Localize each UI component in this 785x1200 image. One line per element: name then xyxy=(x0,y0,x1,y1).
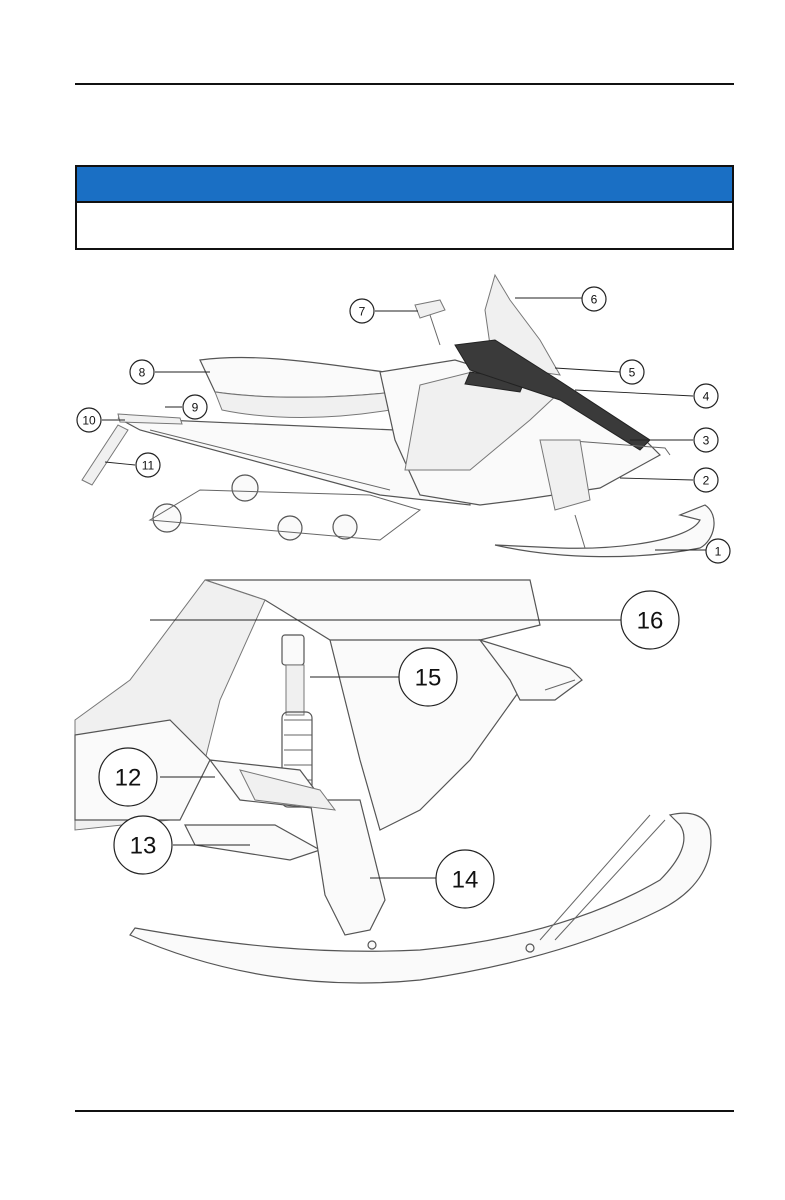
figure_bottom-callout-14: 14 xyxy=(435,849,495,909)
figure_top-callout-6: 6 xyxy=(581,286,607,312)
figure_top-callout-10: 10 xyxy=(76,407,102,433)
suspension-illustration xyxy=(74,579,712,984)
svg-text:2: 2 xyxy=(703,473,710,487)
figure_bottom-callout-13: 13 xyxy=(113,815,173,875)
notice-heading xyxy=(77,167,732,203)
figure_top-callout-5: 5 xyxy=(619,359,645,385)
figure_top-callout-9: 9 xyxy=(182,394,208,420)
svg-text:15: 15 xyxy=(415,665,442,692)
figure_top-callout-8: 8 xyxy=(129,359,155,385)
figure_top-callout-11: 11 xyxy=(135,452,161,478)
svg-text:13: 13 xyxy=(130,833,157,860)
svg-text:7: 7 xyxy=(359,304,366,318)
figure_top-callout-2: 2 xyxy=(693,467,719,493)
svg-text:8: 8 xyxy=(139,365,146,379)
header-rule xyxy=(75,83,734,85)
figure_top-callout-1: 1 xyxy=(705,538,731,564)
footer-rule xyxy=(75,1110,734,1112)
notice-box xyxy=(75,165,734,250)
svg-text:12: 12 xyxy=(115,765,142,792)
svg-text:1: 1 xyxy=(715,544,722,558)
leader-lines-bottom xyxy=(150,619,622,879)
figure_top-callout-7: 7 xyxy=(349,298,375,324)
svg-text:16: 16 xyxy=(637,608,664,635)
svg-text:4: 4 xyxy=(703,389,710,403)
svg-text:14: 14 xyxy=(452,867,479,894)
svg-text:6: 6 xyxy=(591,292,598,306)
figure_top-callout-4: 4 xyxy=(693,383,719,409)
snowmobile-illustration xyxy=(81,273,715,558)
figure_bottom-callout-16: 16 xyxy=(620,590,680,650)
svg-text:3: 3 xyxy=(703,433,710,447)
figure_bottom-callout-15: 15 xyxy=(398,647,458,707)
svg-text:11: 11 xyxy=(142,458,155,472)
leader-lines-top xyxy=(102,297,706,551)
svg-text:5: 5 xyxy=(629,365,636,379)
figure_top-callout-3: 3 xyxy=(693,427,719,453)
svg-text:9: 9 xyxy=(192,400,199,414)
svg-text:10: 10 xyxy=(82,413,96,427)
figure_bottom-callout-12: 12 xyxy=(98,747,158,807)
